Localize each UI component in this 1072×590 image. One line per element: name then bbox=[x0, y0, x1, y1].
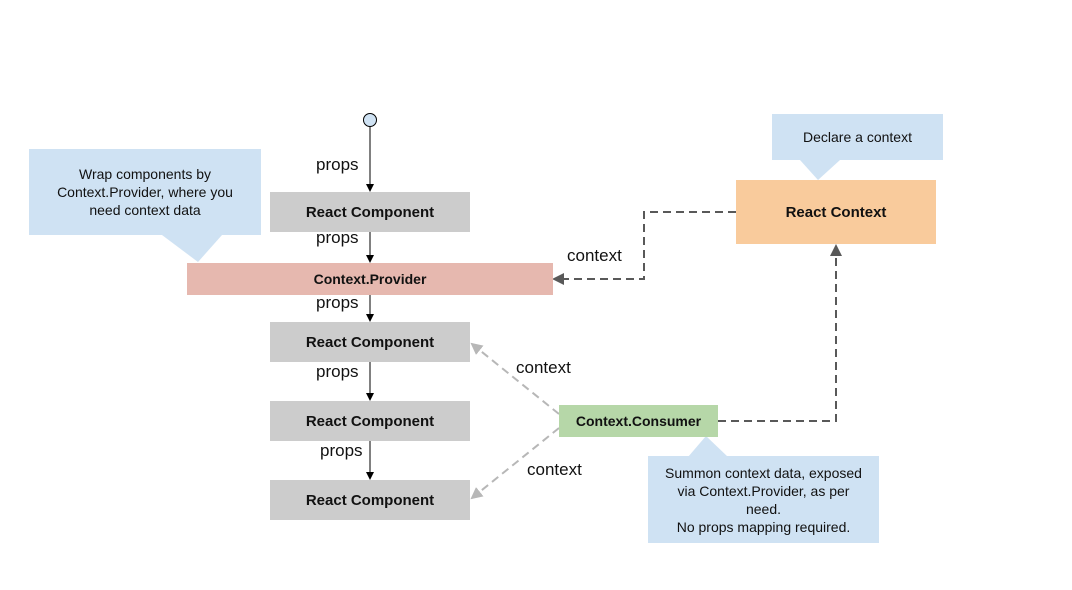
consumer-callout: Summon context data, exposed via Context… bbox=[648, 456, 879, 543]
consumer-to-component-4-arrow bbox=[470, 427, 560, 500]
context-callout-tail bbox=[800, 160, 840, 180]
context-label-consumer-up: context bbox=[516, 358, 571, 377]
consumer-to-component-2-arrow bbox=[470, 342, 560, 415]
consumer-callout-tail bbox=[688, 436, 728, 457]
context-provider: Context.Provider bbox=[187, 263, 553, 295]
context-label-provider: context bbox=[567, 246, 622, 265]
context-callout: Declare a context bbox=[772, 114, 943, 160]
react-component-4: React Component bbox=[270, 480, 470, 520]
props-label-4: props bbox=[316, 362, 359, 381]
react-component-3: React Component bbox=[270, 401, 470, 441]
props-label-3: props bbox=[316, 293, 359, 312]
context-label-consumer-down: context bbox=[527, 460, 582, 479]
consumer-to-context-arrow bbox=[718, 244, 842, 422]
react-context: React Context bbox=[736, 180, 936, 244]
provider-callout-tail bbox=[162, 235, 222, 262]
react-component-2: React Component bbox=[270, 322, 470, 362]
context-to-provider-arrow bbox=[552, 211, 736, 285]
props-label-2: props bbox=[316, 228, 359, 247]
context-consumer: Context.Consumer bbox=[559, 405, 718, 437]
react-component-1: React Component bbox=[270, 192, 470, 232]
start-node bbox=[363, 113, 377, 127]
props-label-1: props bbox=[316, 155, 359, 174]
provider-callout: Wrap components by Context.Provider, whe… bbox=[29, 149, 261, 235]
props-label-5: props bbox=[320, 441, 363, 460]
